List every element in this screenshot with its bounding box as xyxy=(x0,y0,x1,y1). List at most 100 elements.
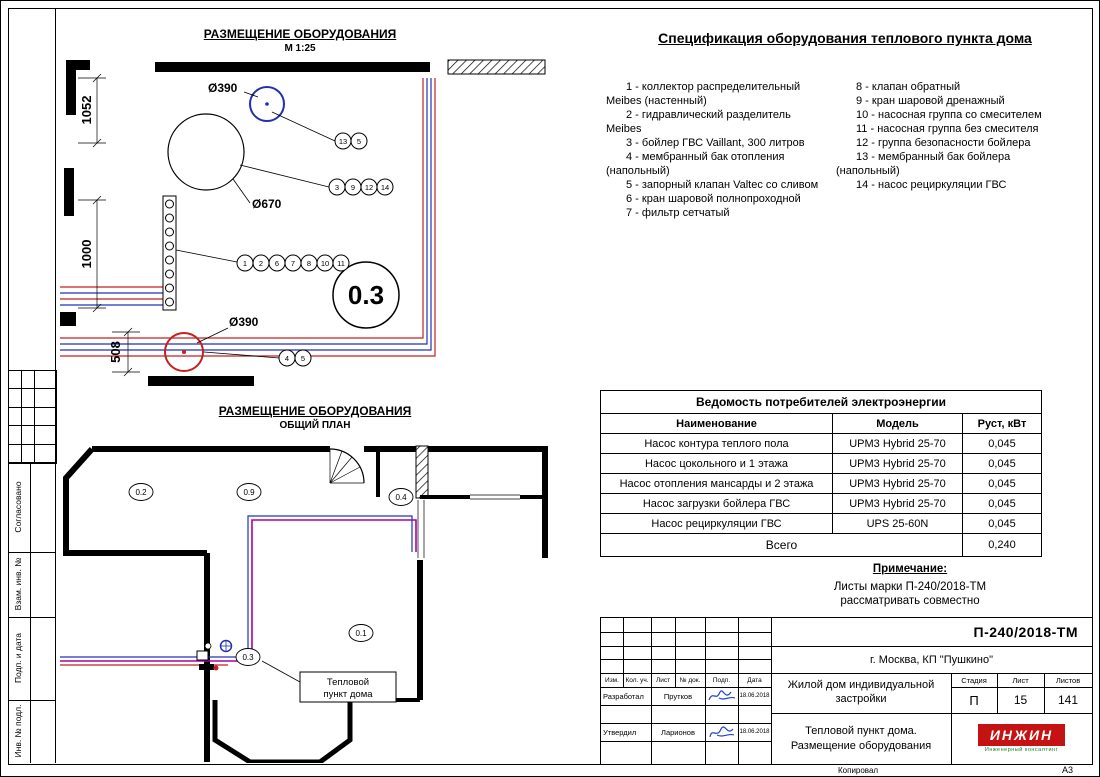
svg-text:0.2: 0.2 xyxy=(135,488,147,497)
boiler-circle: Ø670 xyxy=(167,113,282,211)
project-location: г. Москва, КП "Пушкино" xyxy=(869,653,993,666)
dia-390-top-label: Ø390 xyxy=(208,81,238,95)
spec-item: 11 - насосная группа без смесителя xyxy=(856,123,1039,135)
detail-plan-title-block: РАЗМЕЩЕНИЕ ОБОРУДОВАНИЯ М 1:25 xyxy=(165,27,435,54)
company-logo-subtitle: Инженерный консалтинг xyxy=(984,747,1059,753)
dia-670-label: Ø670 xyxy=(252,197,282,211)
heat-point-equipment xyxy=(196,639,233,671)
svg-text:0.9: 0.9 xyxy=(243,488,255,497)
sheet-label: Лист xyxy=(1012,675,1029,685)
svg-text:11: 11 xyxy=(337,259,345,268)
general-piping xyxy=(60,515,417,666)
grid-header: Изм. xyxy=(605,676,619,684)
name-approved: Ларионов xyxy=(661,727,695,737)
doc-number: П-240/2018-ТМ xyxy=(973,624,1078,640)
svg-text:12: 12 xyxy=(365,183,373,192)
margin-inner-line xyxy=(30,462,31,763)
spec-item: 5 - запорный клапан Valtec со сливом xyxy=(626,179,819,191)
svg-text:5: 5 xyxy=(357,137,361,146)
table-row: Насос рециркуляции ГВС UPS 25-60N 0,045 xyxy=(600,513,1043,534)
stair-symbol xyxy=(329,448,365,484)
format-label: А3 xyxy=(1062,765,1074,775)
equipment-tags-collector: 1 2 6 7 8 10 11 xyxy=(175,249,350,272)
general-plan-title-block: РАЗМЕЩЕНИЕ ОБОРУДОВАНИЯ ОБЩИЙ ПЛАН xyxy=(175,404,455,431)
room-number-text: 0.3 xyxy=(348,280,384,310)
svg-text:508: 508 xyxy=(108,341,123,363)
margin-divider xyxy=(8,462,55,463)
equipment-tags-bottom: 4 5 xyxy=(203,349,312,367)
spec-item: 1 - коллектор распределительный Meibes (… xyxy=(606,81,801,107)
svg-text:4: 4 xyxy=(285,354,289,363)
detail-piping xyxy=(60,78,436,357)
table-title-row: Ведомость потребителей электроэнергии xyxy=(599,390,1043,414)
svg-text:3: 3 xyxy=(335,183,339,192)
table-total-row: Всего 0,240 xyxy=(600,533,1043,557)
signature-scribble xyxy=(707,690,735,701)
svg-text:Тепловой: Тепловой xyxy=(327,677,369,688)
general-walls xyxy=(63,445,548,763)
margin-label-inv: Инв. № подл. xyxy=(13,704,23,758)
detail-plan-scale: М 1:25 xyxy=(284,43,316,54)
heat-point-label-box: Тепловой пункт дома xyxy=(261,660,397,703)
date-developed: 18.06.2018 xyxy=(739,693,770,699)
sheets-value: 141 xyxy=(1057,693,1079,707)
spec-item: 12 - группа безопасности бойлера xyxy=(856,137,1031,149)
svg-text:5: 5 xyxy=(301,354,305,363)
svg-text:0.3: 0.3 xyxy=(242,653,254,662)
spec-item: 8 - клапан обратный xyxy=(856,81,961,93)
spec-item: 9 - кран шаровой дренажный xyxy=(856,95,1005,107)
company-logo-block: ИНЖИН Инженерный консалтинг xyxy=(951,713,1092,764)
title-block: П-240/2018-ТМ г. Москва, КП "Пушкино" Из… xyxy=(600,617,1093,765)
svg-text:2: 2 xyxy=(259,259,263,268)
spec-item: 6 - кран шаровой полнопроходной xyxy=(626,193,801,205)
svg-text:10: 10 xyxy=(321,259,329,268)
margin-divider xyxy=(8,700,55,701)
note-block: Примечание: Листы марки П-240/2018-ТМ ра… xyxy=(770,562,1050,608)
note-title: Примечание: xyxy=(872,563,948,575)
svg-text:8: 8 xyxy=(307,259,311,268)
svg-text:9: 9 xyxy=(351,183,355,192)
sheets-label: Листов xyxy=(1055,675,1081,685)
svg-text:1052: 1052 xyxy=(79,96,94,125)
svg-text:0.1: 0.1 xyxy=(355,629,367,638)
grid-header: Дата xyxy=(747,676,762,684)
signature-approved xyxy=(705,723,738,741)
sheet-value: 15 xyxy=(1013,693,1028,707)
room-number-bubble: 0.3 xyxy=(332,261,400,329)
table-row: Насос загрузки бойлера ГВС UPM3 Hybrid 2… xyxy=(600,493,1043,514)
spec-item: 10 - насосная группа со смесителем xyxy=(856,109,1042,121)
copied-label: Копировал xyxy=(838,766,879,775)
grid-header: Лист xyxy=(655,676,671,684)
general-plan-subtitle: ОБЩИЙ ПЛАН xyxy=(279,420,351,431)
collector-symbol xyxy=(162,195,177,311)
svg-text:13: 13 xyxy=(339,137,347,146)
svg-text:0.4: 0.4 xyxy=(395,493,407,502)
equipment-tags-boiler: 3 9 12 14 xyxy=(239,164,394,196)
svg-text:1: 1 xyxy=(243,259,247,268)
dimension-1052: 1052 xyxy=(78,73,106,148)
spec-column-right: 8 - клапан обратный 9 - кран шаровой дре… xyxy=(836,80,1090,192)
detail-plan-title: РАЗМЕЩЕНИЕ ОБОРУДОВАНИЯ xyxy=(203,27,397,41)
project-name: Жилой дом индивидуальной застройки xyxy=(787,679,935,705)
detail-plan-drawing: Ø670 Ø390 Ø390 0.3 13 5 3 xyxy=(60,59,546,386)
drawing-title: Тепловой пункт дома. Размещение оборудов… xyxy=(790,725,932,752)
signature-scribble xyxy=(708,726,734,738)
svg-text:6: 6 xyxy=(275,259,279,268)
table-title: Ведомость потребителей электроэнергии xyxy=(599,390,1043,414)
date-approved: 18.06.2018 xyxy=(739,729,770,735)
table-row: Насос контура теплого пола UPM3 Hybrid 2… xyxy=(600,433,1043,454)
detail-walls xyxy=(60,59,546,386)
spec-item: 13 - мембранный бак бойлера (напольный) xyxy=(836,151,1011,177)
svg-text:1000: 1000 xyxy=(79,240,94,269)
power-consumers-table: Ведомость потребителей электроэнергии На… xyxy=(599,390,1043,557)
spec-item: 4 - мембранный бак отопления (напольный) xyxy=(606,151,785,177)
general-plan-drawing: 0.2 0.9 0.4 0.1 0.3 Тепловой пункт дома xyxy=(60,445,548,763)
table-header-row: Наименование Модель Руст, кВт xyxy=(600,413,1043,434)
margin-divider xyxy=(8,617,55,618)
svg-text:14: 14 xyxy=(381,183,389,192)
stage-label: Стадия xyxy=(961,675,987,685)
total-label: Всего xyxy=(600,533,963,557)
margin-divider xyxy=(8,552,55,553)
svg-text:пункт дома: пункт дома xyxy=(323,689,373,700)
